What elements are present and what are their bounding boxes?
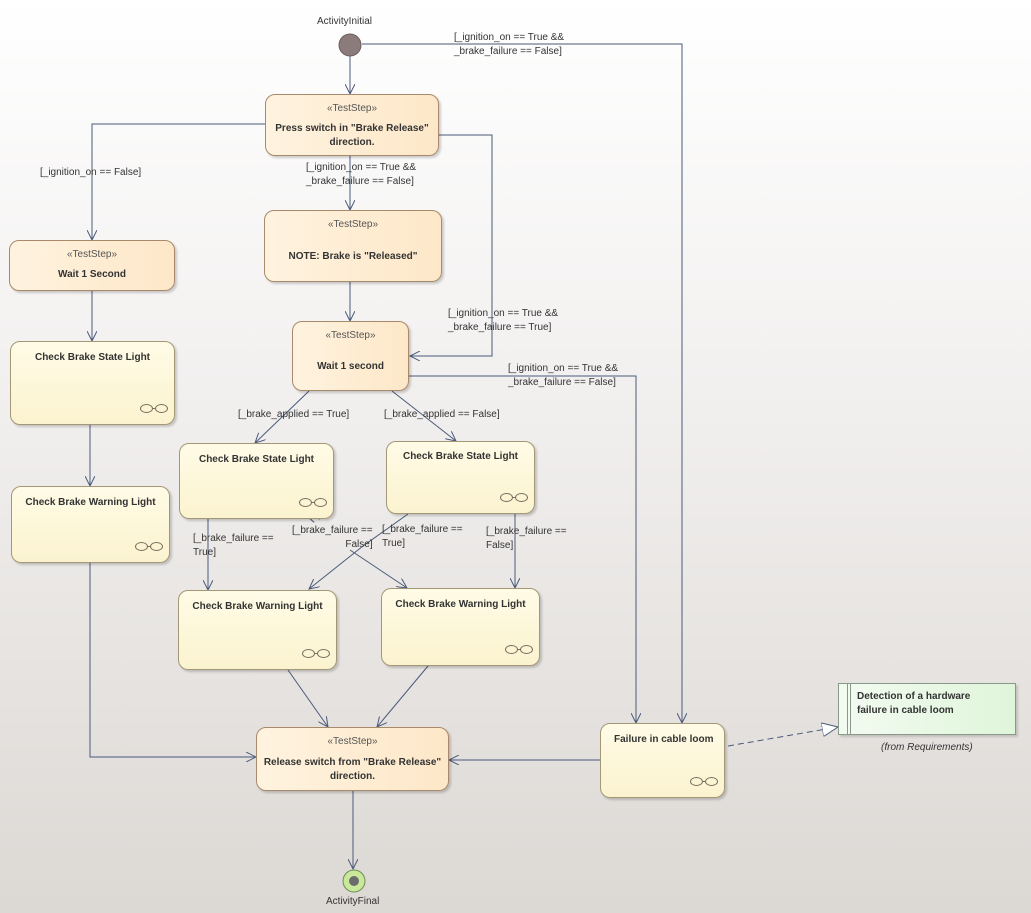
check-brake-warning-light-b[interactable]: Check Brake Warning Light [381,588,540,666]
subactivity-icon [135,542,163,552]
check-brake-warning-light-left[interactable]: Check Brake Warning Light [11,486,170,563]
guard-init-to-failure: [_ignition_on == True && _brake_failure … [454,32,565,57]
edge-applied-true [255,390,310,443]
guard-brake-applied-true: [_brake_applied == True] [238,409,350,420]
guard-press-to-note: [_ignition_on == True && _brake_failure … [306,162,417,187]
step-name: NOTE: Brake is "Released" [288,251,418,262]
initial-node-label: ActivityInitial [317,16,373,27]
subactivity-icon [690,777,718,787]
check-brake-state-light-b[interactable]: Check Brake State Light [386,441,535,514]
check-brake-state-light-left[interactable]: Check Brake State Light [10,341,175,425]
requirement-bar [850,684,851,734]
check-brake-warning-light-a[interactable]: Check Brake Warning Light [178,590,337,670]
requirement-source: (from Requirements) [881,742,973,753]
guard-press-to-wait-mid: [_ignition_on == True && _brake_failure … [448,308,559,333]
guard-wait-mid-to-failure: [_ignition_on == True && _brake_failure … [508,363,619,388]
step-name: Wait 1 Second [58,269,126,280]
stereotype-label: «TestStep» [325,330,376,341]
stereotype-label: «TestStep» [66,249,118,260]
final-node-label: ActivityFinal [326,896,380,907]
requirement-bar [847,684,848,734]
subactivity-icon [302,649,330,659]
final-node-inner [349,876,359,886]
guard-brake-applied-false: [_brake_applied == False] [384,409,500,420]
action-name: Check Brake Warning Light [25,497,156,508]
edge-applied-false [391,390,456,441]
action-name: Check Brake Warning Light [192,601,323,612]
check-brake-state-light-a[interactable]: Check Brake State Light [179,443,334,519]
edge-wait-mid-to-failure [409,375,636,723]
edge-a-failure-false-cont [309,513,409,589]
step-name: Press switch in "Brake Release" directio… [275,123,429,148]
guard-b-failure-true: [_brake_failure == True] [382,524,463,549]
step-name: Release switch from "Brake Release" dire… [263,757,442,782]
action-name: Check Brake State Light [402,451,519,462]
failure-in-cable-loom[interactable]: Failure in cable loom [600,723,725,798]
note-brake-released-step[interactable]: «TestStep» NOTE: Brake is "Released" [264,210,442,282]
edge-press-to-wait-mid [410,134,493,356]
stereotype-label: «TestStep» [326,103,378,114]
action-name: Check Brake Warning Light [395,599,526,610]
edge-warning-a-to-release [287,669,328,727]
wait-1-second-mid-step[interactable]: «TestStep» Wait 1 second [292,321,409,391]
edge-warning-b-to-release [377,665,429,727]
action-name: Failure in cable loom [614,734,714,745]
requirement-hardware-failure[interactable]: Detection of a hardware failure in cable… [838,683,1016,735]
edge-warning-left-to-release [89,563,256,757]
subactivity-icon [500,493,528,503]
action-name: Check Brake State Light [198,454,315,465]
edge-failure-to-requirement [727,727,838,747]
press-switch-step[interactable]: «TestStep» Press switch in "Brake Releas… [265,94,439,156]
edge-init-to-failure [362,43,682,723]
subactivity-icon [505,645,533,655]
stereotype-label: «TestStep» [327,736,378,747]
edge-b-failure-true [349,549,407,588]
wait-1-second-left-step[interactable]: «TestStep» Wait 1 Second [9,240,175,291]
guard-b-failure-false: [_brake_failure == False] [486,526,567,551]
guard-a-failure-false: [_brake_failure == False] [292,525,373,550]
edge-press-to-wait-left [92,123,265,240]
action-name: Check Brake State Light [34,352,151,363]
release-switch-step[interactable]: «TestStep» Release switch from "Brake Re… [256,727,449,791]
guard-ignition-off: [_ignition_on == False] [40,167,142,178]
initial-node [338,33,362,57]
stereotype-label: «TestStep» [327,219,379,230]
requirement-name: Detection of a hardware failure in cable… [857,691,971,716]
guard-a-failure-true: [_brake_failure == True] [193,533,274,558]
subactivity-icon [299,498,327,508]
subactivity-icon [140,404,168,414]
step-name: Wait 1 second [317,361,384,372]
